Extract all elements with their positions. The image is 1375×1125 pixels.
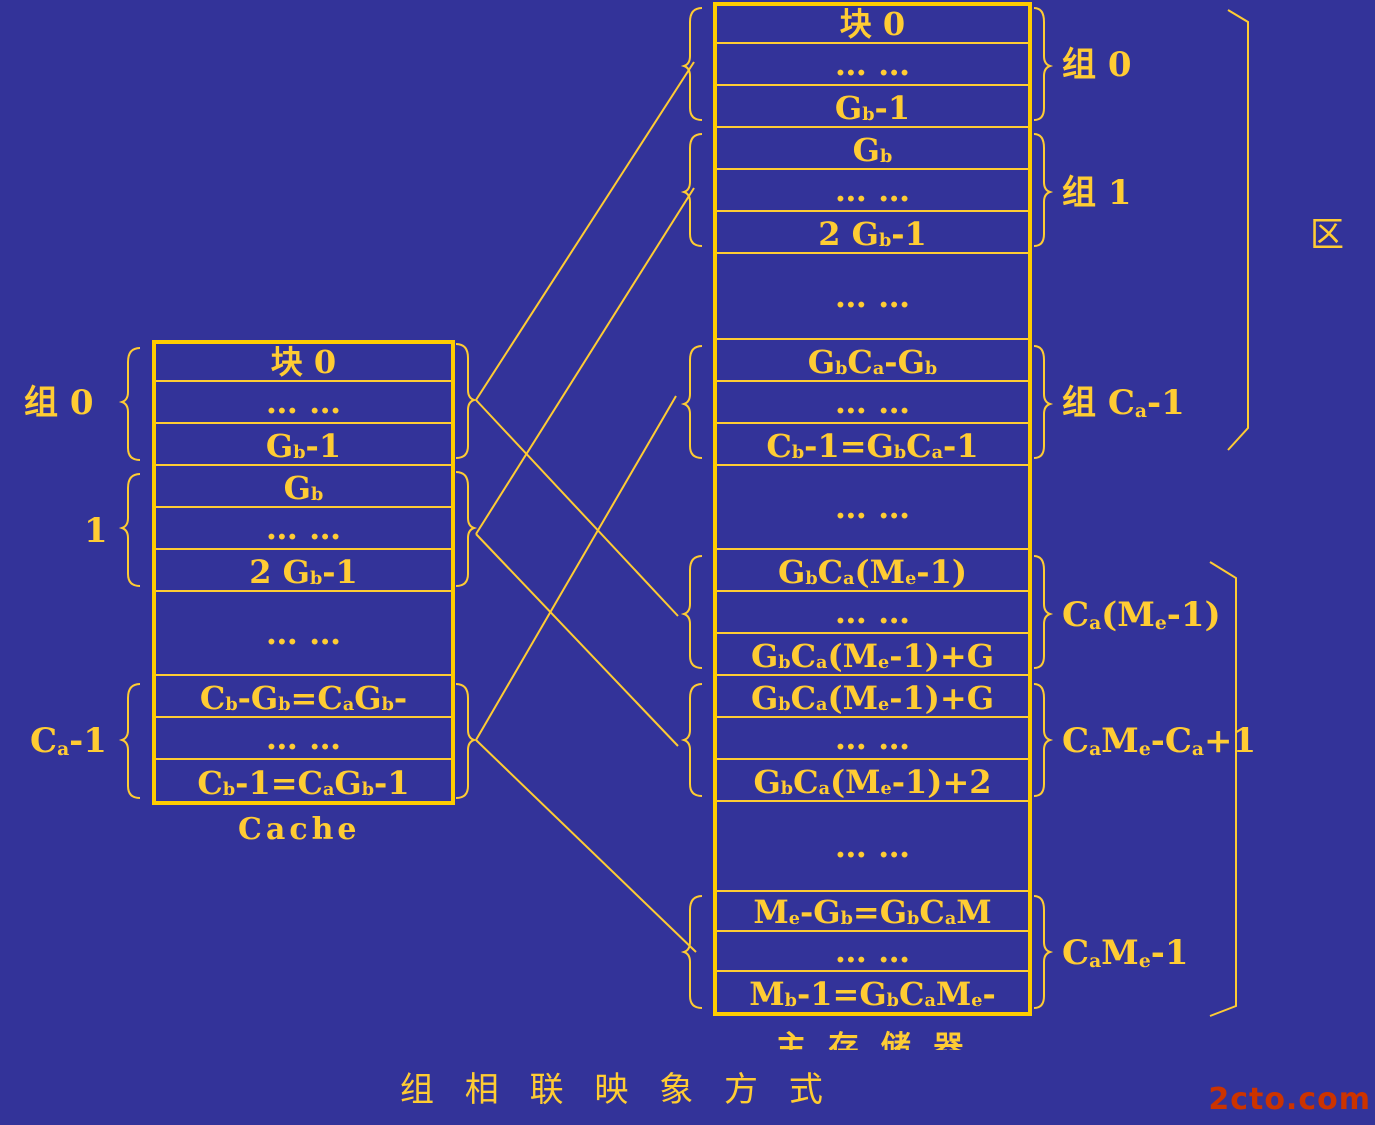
mem-right-brace-2: [1033, 345, 1054, 459]
memory-group-label-0: 组 0: [1062, 45, 1132, 85]
cache-frame: [152, 340, 455, 805]
cache-block-6: … …: [156, 592, 451, 676]
map-line-1-to-ge2: [475, 533, 679, 747]
mem-right-brace-3: [1033, 555, 1054, 669]
memory-block-10: … …: [717, 466, 1028, 550]
cache-right-brace-0: [455, 343, 478, 459]
memory-block-19: … …: [717, 932, 1028, 972]
cache-block-8: … …: [156, 718, 451, 760]
cache-group-label-2: Ca-1: [30, 721, 107, 761]
map-line-0-to-ge1: [475, 399, 679, 617]
mem-left-brace-0: [680, 7, 703, 121]
memory-block-4: … …: [717, 170, 1028, 212]
region-brace-upper: [1227, 9, 1249, 451]
memory-group-label-5: CaMe-1: [1062, 933, 1189, 973]
memory-group-label-3: Ca(Me-1): [1062, 595, 1221, 635]
memory-block-17: … …: [717, 802, 1028, 892]
map-line-2-to-gca1: [475, 395, 677, 741]
mem-left-brace-4: [680, 683, 703, 797]
cache-left-brace-0: [118, 347, 141, 461]
mem-right-brace-4: [1033, 683, 1054, 797]
mem-right-brace-0: [1033, 7, 1054, 121]
cache-right-brace-2: [455, 683, 478, 799]
cache-block-0: 块 0: [156, 344, 451, 382]
memory-block-15: … …: [717, 718, 1028, 760]
memory-group-label-4: CaMe-Ca+1: [1062, 721, 1257, 761]
memory-block-1: … …: [717, 44, 1028, 86]
cache-left-brace-1: [118, 473, 141, 587]
mem-right-brace-1: [1033, 133, 1054, 247]
memory-frame: [713, 2, 1032, 1016]
cache-block-4: … …: [156, 508, 451, 550]
mem-left-brace-2: [680, 345, 703, 459]
mem-left-brace-3: [680, 555, 703, 669]
memory-caption: 主 存 储 器: [776, 1030, 970, 1050]
cache-left-brace-2: [118, 683, 141, 799]
memory-block-12: … …: [717, 592, 1028, 634]
memory-group-label-1: 组 1: [1062, 173, 1132, 213]
watermark-logo: 2cto.com: [1208, 1082, 1371, 1117]
memory-block-8: … …: [717, 382, 1028, 424]
region-brace-lower: [1209, 561, 1237, 1017]
diagram-title: 组 相 联 映 象 方 式: [400, 1070, 833, 1110]
cache-right-brace-1: [455, 471, 478, 587]
map-line-2-to-gelast: [475, 739, 697, 953]
map-line-0-to-g0: [475, 61, 695, 401]
mem-left-brace-1: [680, 133, 703, 247]
memory-block-6: … …: [717, 254, 1028, 340]
map-line-1-to-g1: [475, 187, 695, 535]
memory-block-0: 块 0: [717, 6, 1028, 44]
mem-left-brace-5: [680, 895, 703, 1009]
mem-right-brace-5: [1033, 895, 1054, 1009]
cache-group-label-0: 组 0: [24, 383, 94, 423]
cache-group-label-1: 1: [84, 511, 108, 551]
cache-caption: Cache: [238, 812, 361, 842]
memory-group-label-2: 组 Ca-1: [1062, 383, 1185, 423]
cache-block-1: … …: [156, 382, 451, 424]
region-label: 区: [1310, 215, 1344, 255]
